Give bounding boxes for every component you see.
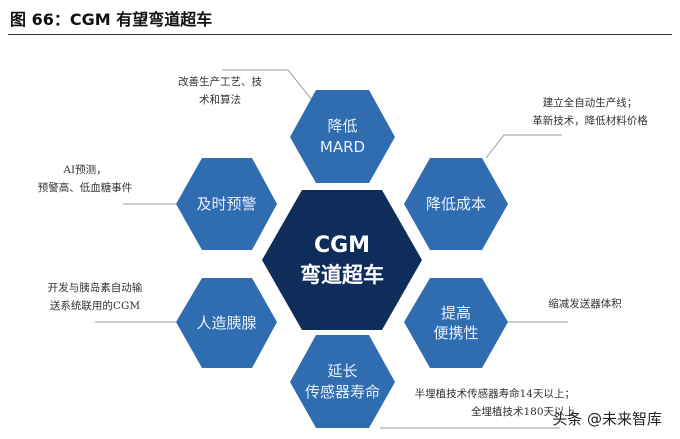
node-warning: 及时预警 — [176, 158, 277, 250]
node-mard-line1: 降低 — [327, 117, 358, 136]
node-center: CGM 弯道超车 — [262, 190, 422, 330]
hex-warning — [176, 158, 277, 250]
node-cost: 降低成本 — [404, 158, 508, 250]
note-line: 术和算法 — [199, 93, 241, 106]
node-portability-line1: 提高 — [440, 303, 471, 322]
note-lifespan: 半埋植技术传感器寿命14天以上； 全埋植技术180天以上 — [395, 386, 575, 422]
node-mard: 降低 MARD — [290, 90, 395, 183]
note-pancreas: 开发与胰岛素自动输 送系统联用的CGM — [30, 280, 160, 316]
watermark: 头条 @未来智库 — [552, 410, 662, 428]
node-pancreas-label: 人造胰腺 — [196, 313, 257, 332]
node-warning-label: 及时预警 — [196, 194, 257, 213]
note-warning: AI预测， 预警高、低血糖事件 — [25, 162, 145, 198]
note-line: 改善生产工艺、技 — [178, 76, 262, 88]
note-line: AI预测， — [63, 164, 107, 176]
hex-lifespan — [290, 335, 395, 428]
connector-cost — [485, 134, 562, 159]
hex-pancreas — [176, 278, 277, 368]
node-lifespan: 延长 传感器寿命 — [290, 335, 395, 428]
note-line: 缩减发送器体积 — [548, 298, 622, 310]
figure-title: 图 66：CGM 有望弯道超车 — [10, 10, 213, 29]
node-cost-label: 降低成本 — [425, 194, 486, 213]
note-line: 开发与胰岛素自动输 — [47, 282, 143, 294]
note-line: 预警高、低血糖事件 — [37, 181, 133, 194]
hex-cost — [404, 158, 508, 250]
center-line2: 弯道超车 — [300, 261, 384, 287]
node-pancreas: 人造胰腺 — [176, 278, 277, 368]
note-line: 建立全自动生产线； — [542, 97, 638, 109]
node-portability: 提高 便携性 — [404, 278, 508, 368]
title-divider — [8, 34, 672, 35]
note-portability: 缩减发送器体积 — [530, 296, 640, 314]
note-mard: 改善生产工艺、技 术和算法 — [160, 74, 280, 110]
node-lifespan-line2: 传感器寿命 — [304, 382, 380, 401]
note-line: 半埋植技术传感器寿命14天以上； — [414, 388, 575, 400]
connector-mard — [222, 69, 313, 101]
node-portability-line2: 便携性 — [433, 324, 479, 342]
center-line1: CGM — [313, 232, 371, 258]
node-lifespan-line1: 延长 — [327, 362, 358, 381]
note-line: 送系统联用的CGM — [49, 299, 141, 312]
node-mard-line2: MARD — [319, 137, 366, 156]
hex-portability — [404, 278, 508, 368]
hex-center — [262, 190, 422, 330]
note-line: 革新技术，降低材料价格 — [532, 114, 648, 127]
note-line: 全埋植技术180天以上 — [470, 405, 575, 418]
hex-mard — [290, 90, 395, 183]
note-cost: 建立全自动生产线； 革新技术，降低材料价格 — [515, 95, 665, 131]
